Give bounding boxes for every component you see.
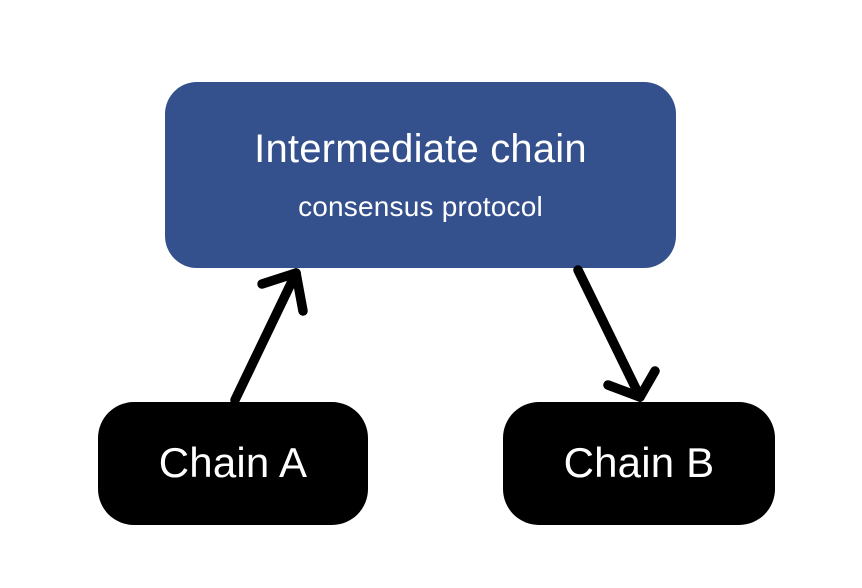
arrow-intermediate-to-chain-b-icon xyxy=(573,265,660,402)
arrow-chain-a-to-intermediate-head-left xyxy=(257,268,301,289)
arrow-chain-a-to-intermediate-head-right xyxy=(291,268,308,316)
arrow-intermediate-to-chain-b-shaft xyxy=(573,265,645,402)
arrow-intermediate-to-chain-b-head-right xyxy=(635,366,660,402)
node-chain-b-label: Chain B xyxy=(563,439,715,487)
arrow-intermediate-to-chain-b-head-left xyxy=(603,380,645,402)
node-chain-a-label: Chain A xyxy=(158,439,308,487)
node-intermediate-chain-subtitle: consensus protocol xyxy=(298,191,543,223)
node-chain-b[interactable]: Chain B xyxy=(503,402,775,525)
node-intermediate-chain[interactable]: Intermediate chain consensus protocol xyxy=(165,82,676,268)
node-chain-a[interactable]: Chain A xyxy=(98,402,368,525)
arrow-chain-a-to-intermediate-shaft xyxy=(230,268,301,405)
node-intermediate-chain-title: Intermediate chain xyxy=(254,127,587,172)
arrow-chain-a-to-intermediate-icon xyxy=(230,268,308,405)
